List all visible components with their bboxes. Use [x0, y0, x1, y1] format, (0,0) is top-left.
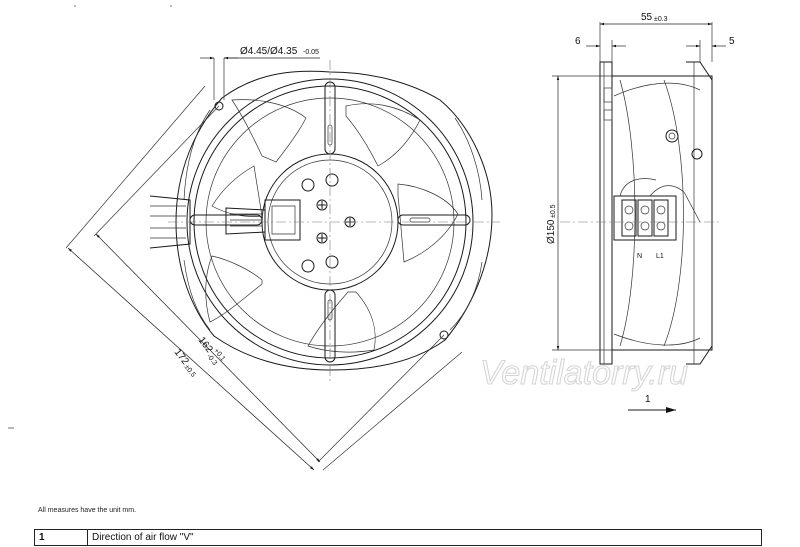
dim-flange-right: 5 [686, 36, 735, 62]
legend-description: Direction of air flow "V" [87, 529, 762, 546]
hub-screws [316, 199, 356, 244]
dim-diameter [552, 75, 612, 351]
terminal-block [613, 178, 701, 241]
side-flange-left [599, 61, 613, 365]
frame-outline [175, 70, 493, 371]
diagonal-dimensions [65, 85, 463, 471]
watermark: Ventilatorry.ru [480, 354, 688, 392]
terminal-n: N [637, 253, 642, 260]
legend-table: 1 Direction of air flow "V" [34, 529, 762, 546]
fan-front-view [149, 60, 500, 382]
table-row: 1 Direction of air flow "V" [34, 529, 762, 546]
svg-text:Ø4.45/Ø4.35: Ø4.45/Ø4.35 [240, 46, 298, 57]
legend-number: 1 [34, 529, 88, 546]
dim-depth: 55 ±0.3 [599, 12, 713, 62]
svg-text:±0.5: ±0.5 [183, 364, 197, 379]
top-marks [8, 5, 172, 429]
svg-text:6: 6 [575, 36, 581, 47]
svg-text:1: 1 [645, 394, 651, 405]
svg-text:55: 55 [641, 12, 653, 23]
dim-hole-spacing: 162 +0.1 -0.3 [196, 335, 227, 367]
units-note: All measures have the unit mm. [38, 507, 137, 514]
airflow-arrow: 1 [628, 394, 676, 413]
dim-hole-diameter: Ø4.45/Ø4.35 -0.05 [200, 46, 320, 100]
svg-text:±0.3: ±0.3 [654, 16, 668, 23]
mounting-hole-bottom-right [439, 330, 449, 340]
svg-text:±0.5: ±0.5 [550, 204, 557, 218]
mounting-hole-top-left [214, 101, 224, 111]
side-flange-right [686, 61, 713, 365]
svg-text:5: 5 [729, 36, 735, 47]
svg-text:-0.05: -0.05 [303, 49, 319, 56]
terminal-l1: L1 [656, 253, 664, 260]
dim-flange-left: 6 [575, 36, 626, 62]
fan-side-view: N L1 [560, 61, 720, 365]
dim-diameter-label: Ø150 ±0.5 [546, 204, 557, 244]
svg-text:Ø150: Ø150 [546, 219, 557, 244]
